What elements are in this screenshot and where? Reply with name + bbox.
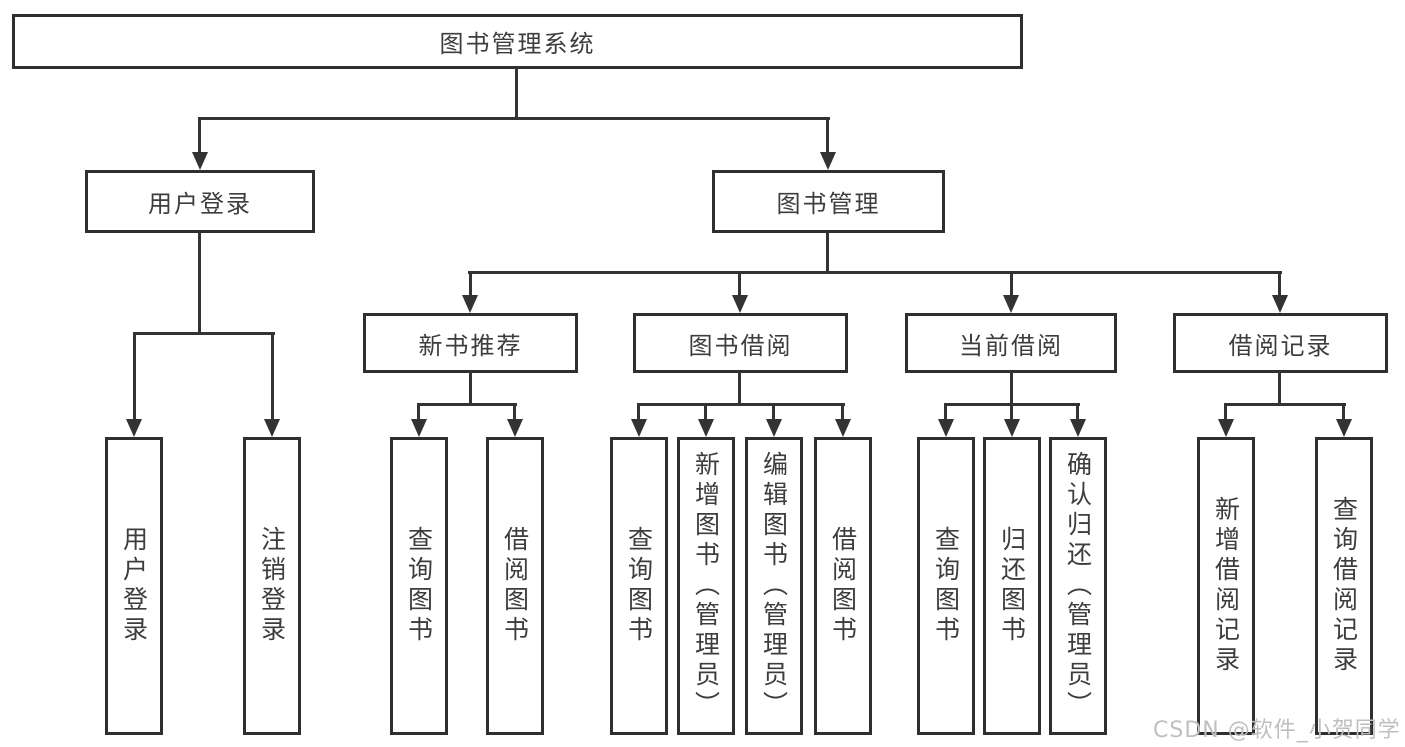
- connector-borrow-records-bar: [1224, 403, 1346, 406]
- leaf-rec-borrow-books-label: 借阅图书: [500, 526, 530, 646]
- leaf-rec-borrow-books: 借阅图书: [486, 437, 544, 735]
- connector-new-book-recommend-trunk: [469, 371, 472, 406]
- arrow-to-new-book-recommend: [462, 295, 478, 313]
- node-user-login: 用户登录: [85, 170, 315, 233]
- connector-level3-bar: [468, 271, 1282, 274]
- node-root: 图书管理系统: [12, 14, 1023, 69]
- leaf-user-login-label: 用户登录: [119, 526, 149, 646]
- arrow-to-borrow-query-books: [631, 419, 647, 437]
- connector-to-current-query-books: [944, 403, 947, 421]
- arrow-to-user-login: [192, 152, 208, 170]
- node-new-book-recommend-label: 新书推荐: [418, 331, 523, 360]
- connector-to-current-return-books: [1010, 403, 1013, 421]
- leaf-borrow-query-books-label: 查询图书: [624, 526, 654, 646]
- connector-to-borrow-records: [1278, 271, 1281, 297]
- leaf-rec-query-books: 查询图书: [390, 437, 448, 735]
- leaf-current-confirm-return-admin: 确认归还（管理员）: [1049, 437, 1107, 735]
- arrow-to-current-query-books: [938, 419, 954, 437]
- connector-to-borrow-edit-books: [772, 403, 775, 421]
- leaf-rec-query-books-label: 查询图书: [404, 526, 434, 646]
- connector-to-current-confirm-return: [1076, 403, 1079, 421]
- arrow-to-book-borrowing: [732, 295, 748, 313]
- arrow-to-leaf-logout: [264, 419, 280, 437]
- leaf-borrow-edit-books-admin-label: 编辑图书（管理员）: [759, 451, 789, 721]
- connector-user-login-bar: [133, 332, 275, 335]
- node-root-label: 图书管理系统: [439, 30, 596, 58]
- connector-book-borrowing-bar: [637, 403, 845, 406]
- connector-borrow-records-trunk: [1278, 371, 1281, 406]
- arrow-to-borrow-borrow-books: [835, 419, 851, 437]
- connector-book-borrowing-trunk: [738, 371, 741, 406]
- leaf-logout: 注销登录: [243, 437, 301, 735]
- connector-to-records-add-record: [1224, 403, 1227, 421]
- leaf-records-add-record: 新增借阅记录: [1197, 437, 1255, 735]
- arrow-to-current-confirm-return: [1070, 419, 1086, 437]
- connector-to-borrow-borrow-books: [841, 403, 844, 421]
- leaf-current-query-books: 查询图书: [917, 437, 975, 735]
- arrow-to-book-management: [820, 152, 836, 170]
- connector-level2-bar: [198, 117, 830, 120]
- node-book-management: 图书管理: [712, 170, 945, 233]
- connector-to-records-query-record: [1342, 403, 1345, 421]
- leaf-user-login: 用户登录: [105, 437, 163, 735]
- leaf-current-return-books: 归还图书: [983, 437, 1041, 735]
- arrow-to-current-borrowing: [1003, 295, 1019, 313]
- connector-to-leaf-logout: [271, 332, 274, 419]
- connector-to-borrow-query-books: [637, 403, 640, 421]
- arrow-to-records-add-record: [1218, 419, 1234, 437]
- connector-to-user-login: [198, 117, 201, 154]
- arrow-to-current-return-books: [1004, 419, 1020, 437]
- arrow-to-borrow-records: [1272, 295, 1288, 313]
- leaf-borrow-add-books-admin: 新增图书（管理员）: [677, 437, 735, 735]
- connector-current-borrowing-trunk: [1010, 371, 1013, 406]
- node-user-login-label: 用户登录: [148, 190, 252, 218]
- leaf-borrow-query-books: 查询图书: [610, 437, 668, 735]
- node-new-book-recommend: 新书推荐: [363, 313, 578, 373]
- arrow-to-records-query-record: [1336, 419, 1352, 437]
- leaf-current-return-books-label: 归还图书: [997, 526, 1027, 646]
- connector-book-management-trunk: [826, 233, 829, 274]
- connector-to-leaf-user-login: [133, 332, 136, 419]
- leaf-current-confirm-return-admin-label: 确认归还（管理员）: [1063, 451, 1093, 721]
- leaf-records-add-record-label: 新增借阅记录: [1211, 496, 1241, 676]
- connector-user-login-trunk: [198, 233, 201, 334]
- connector-to-rec-query-books: [417, 403, 420, 421]
- connector-to-borrow-add-books: [704, 403, 707, 421]
- leaf-borrow-add-books-admin-label: 新增图书（管理员）: [691, 451, 721, 721]
- connector-to-new-book-recommend: [469, 271, 472, 297]
- arrow-to-leaf-user-login: [126, 419, 142, 437]
- node-current-borrowing-label: 当前借阅: [959, 331, 1063, 360]
- arrow-to-borrow-add-books: [698, 419, 714, 437]
- node-current-borrowing: 当前借阅: [905, 313, 1117, 373]
- leaf-borrow-borrow-books-label: 借阅图书: [828, 526, 858, 646]
- leaf-records-query-record: 查询借阅记录: [1315, 437, 1373, 735]
- connector-to-book-borrowing: [738, 271, 741, 297]
- node-borrow-records-label: 借阅记录: [1228, 331, 1333, 360]
- leaf-logout-label: 注销登录: [257, 526, 287, 646]
- arrow-to-rec-query-books: [411, 419, 427, 437]
- node-book-management-label: 图书管理: [776, 190, 881, 218]
- leaf-records-query-record-label: 查询借阅记录: [1329, 496, 1359, 676]
- connector-to-book-management: [826, 117, 829, 154]
- node-book-borrowing: 图书借阅: [633, 313, 848, 373]
- node-borrow-records: 借阅记录: [1173, 313, 1388, 373]
- csdn-watermark: CSDN @软件_小贺同学: [1153, 718, 1401, 743]
- connector-to-current-borrowing: [1010, 271, 1013, 297]
- leaf-borrow-edit-books-admin: 编辑图书（管理员）: [745, 437, 803, 735]
- connector-new-book-recommend-bar: [417, 403, 517, 406]
- node-book-borrowing-label: 图书借阅: [688, 331, 793, 360]
- leaf-borrow-borrow-books: 借阅图书: [814, 437, 872, 735]
- arrow-to-rec-borrow-books: [507, 419, 523, 437]
- connector-root-trunk: [515, 68, 518, 120]
- arrow-to-borrow-edit-books: [766, 419, 782, 437]
- leaf-current-query-books-label: 查询图书: [931, 526, 961, 646]
- connector-to-rec-borrow-books: [513, 403, 516, 421]
